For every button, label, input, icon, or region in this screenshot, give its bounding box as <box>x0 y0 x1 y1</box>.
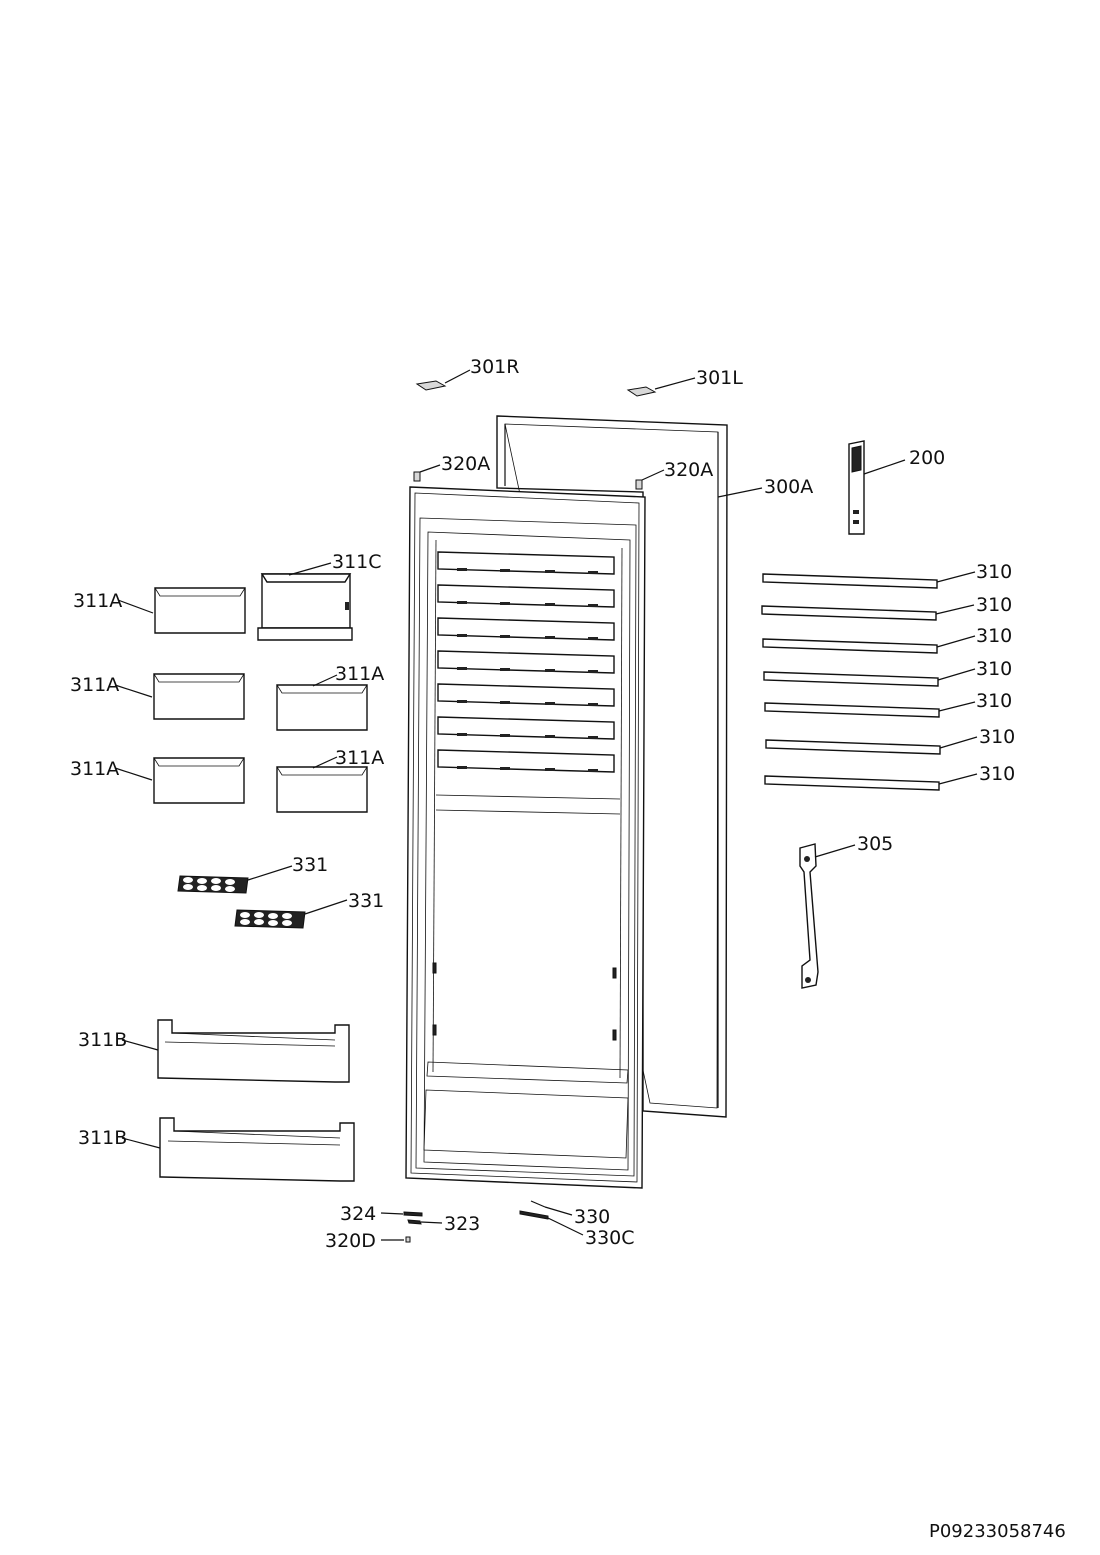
label-311B-1: 311B <box>78 1029 127 1051</box>
door-inner-liner <box>405 486 646 1189</box>
drawing-code: P09233058746 <box>929 1521 1066 1542</box>
label-331-1: 331 <box>292 854 328 876</box>
bottle-shelf-311B-2 <box>121 1117 355 1182</box>
label-200: 200 <box>909 447 945 469</box>
label-310-5: 310 <box>976 690 1012 712</box>
label-330: 330 <box>574 1206 610 1228</box>
label-301R: 301R <box>470 356 519 378</box>
label-330C: 330C <box>585 1227 635 1249</box>
label-320D: 320D <box>325 1230 376 1252</box>
liner-shelf-supports <box>437 551 615 773</box>
box-311A-1 <box>117 587 246 634</box>
label-311A-4: 311A <box>70 758 119 780</box>
pin-320A-right <box>635 469 665 490</box>
label-301L: 301L <box>696 367 743 389</box>
box-311A-3 <box>276 674 368 731</box>
pin-320A-left <box>413 464 441 482</box>
label-320A-left: 320A <box>441 453 490 475</box>
door-shelves-310 <box>761 571 978 791</box>
label-310-3: 310 <box>976 625 1012 647</box>
egg-tray-331-1 <box>177 865 293 894</box>
label-310-4: 310 <box>976 658 1012 680</box>
box-311C <box>257 562 353 641</box>
box-311A-5 <box>276 756 368 813</box>
small-parts <box>380 1200 584 1243</box>
label-310-7: 310 <box>979 763 1015 785</box>
label-305: 305 <box>857 833 893 855</box>
label-311A-2: 311A <box>70 674 119 696</box>
part-200 <box>848 440 906 535</box>
box-311A-2 <box>114 673 245 720</box>
hinge-cover-301L <box>626 377 696 397</box>
label-311A-5: 311A <box>335 747 384 769</box>
box-311A-4 <box>114 757 245 804</box>
label-311A-1: 311A <box>73 590 122 612</box>
label-323: 323 <box>444 1213 480 1235</box>
label-331-2: 331 <box>348 890 384 912</box>
label-300A: 300A <box>764 476 813 498</box>
label-310-1: 310 <box>976 561 1012 583</box>
label-310-2: 310 <box>976 594 1012 616</box>
hinge-cover-301R <box>415 369 471 391</box>
leader-300A <box>717 487 763 498</box>
egg-tray-331-2 <box>234 899 348 929</box>
label-310-6: 310 <box>979 726 1015 748</box>
label-311C: 311C <box>332 551 382 573</box>
bottle-shelf-311B-1 <box>121 1019 350 1083</box>
handle-305 <box>799 843 856 989</box>
label-311A-3: 311A <box>335 663 384 685</box>
label-320A-right: 320A <box>664 459 713 481</box>
label-324: 324 <box>340 1203 376 1225</box>
label-311B-2: 311B <box>78 1127 127 1149</box>
